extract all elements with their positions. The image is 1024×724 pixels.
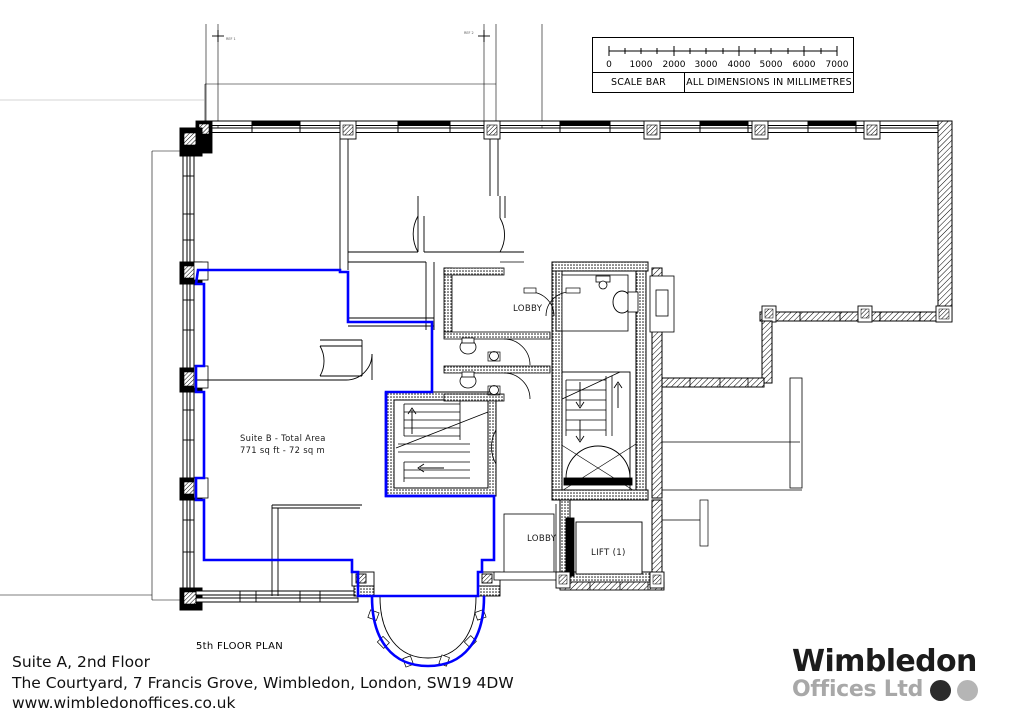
scale-tick-0: 0 (606, 60, 612, 70)
south-external-wall (195, 590, 359, 603)
scale-tick-7000: 7000 (826, 60, 849, 70)
footer-line-address: The Courtyard, 7 Francis Grove, Wimbledo… (12, 673, 514, 692)
misc-thin-lines (195, 125, 800, 547)
scale-tick-6000: 6000 (793, 60, 816, 70)
scale-tick-4000: 4000 (728, 60, 751, 70)
logo-wordmark-primary: Wimbledon (792, 644, 977, 679)
lobby-label-lower: LOBBY (527, 534, 557, 544)
south-east-wall (555, 571, 665, 591)
footer-address-block: Suite A, 2nd Floor The Courtyard, 7 Fran… (12, 652, 514, 714)
scale-bar-svg: 0 1000 2000 3000 4000 5000 6000 7000 (606, 46, 849, 70)
suite-b-area-line2: 771 sq ft - 72 sq m (240, 445, 325, 455)
lobby-label-upper: LOBBY (513, 304, 543, 314)
stair-core-left (385, 391, 497, 497)
logo-wordmark-secondary: Offices Ltd (792, 677, 924, 702)
suite-b-area-label: Suite B - Total Area 771 sq ft - 72 sq m (240, 432, 326, 456)
wc-service-rooms (443, 267, 675, 402)
scale-bar-box: 0 1000 2000 3000 4000 5000 6000 7000 SCA… (592, 37, 854, 93)
north-external-wall (204, 120, 951, 133)
scale-tick-1000: 1000 (630, 60, 653, 70)
stair-core-right (559, 371, 637, 493)
suite-b-highlight-outline (194, 268, 496, 668)
grid-reference-markers: REF 1 REF 2 (212, 30, 490, 42)
scale-bar-graphic: 0 1000 2000 3000 4000 5000 6000 7000 (593, 38, 853, 72)
footer-line-suite: Suite A, 2nd Floor (12, 653, 150, 671)
company-logo: Wimbledon Offices Ltd (784, 644, 1016, 710)
suite-b-highlight-stair-edge (384, 392, 494, 498)
setout-grid-lines (0, 24, 543, 601)
internal-partitions-north (196, 139, 524, 596)
logo-dot-light (957, 680, 978, 701)
lift-and-lower-lobby (493, 504, 643, 581)
scale-tick-3000: 3000 (695, 60, 718, 70)
floor-plan-title: 5th FLOOR PLAN (196, 641, 283, 652)
north-east-structural-wall (659, 120, 953, 491)
scale-bar-legend: SCALE BAR ALL DIMENSIONS IN MILLIMETRES (593, 72, 853, 92)
scale-tick-5000: 5000 (760, 60, 783, 70)
lift-label: LIFT (1) (591, 548, 626, 558)
scale-tick-2000: 2000 (663, 60, 686, 70)
scale-bar-title: SCALE BAR (593, 73, 685, 92)
logo-dot-dark (930, 680, 951, 701)
units-note: ALL DIMENSIONS IN MILLIMETRES (686, 77, 852, 88)
svg-text:REF 1: REF 1 (226, 37, 236, 41)
suite-b-area-line1: Suite B - Total Area (240, 433, 326, 443)
svg-text:REF 2: REF 2 (464, 31, 474, 35)
footer-line-website[interactable]: www.wimbledonoffices.co.uk (12, 694, 236, 712)
